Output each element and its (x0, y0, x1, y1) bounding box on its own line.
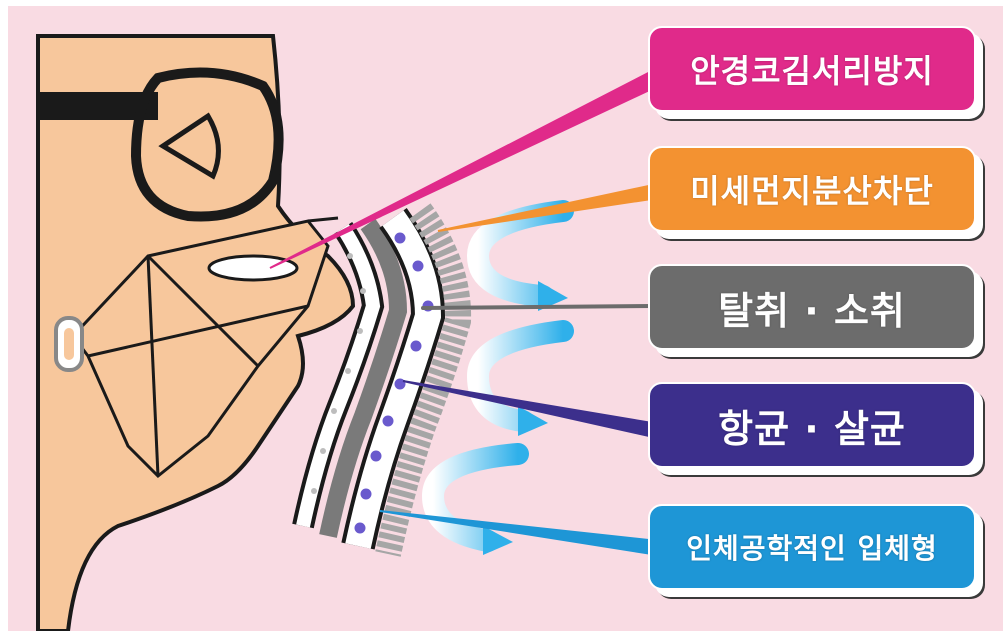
label-deodorize-text: 탈취 · 소취 (718, 280, 906, 335)
ear-loop (56, 318, 82, 370)
label-anti-fog-text: 안경코김서리방지 (690, 46, 934, 92)
nose-pad (209, 256, 297, 280)
label-ergonomic-text: 인체공학적인 입체형 (686, 527, 938, 567)
label-deodorize: 탈취 · 소취 (648, 264, 976, 350)
diagram-canvas: 안경코김서리방지 미세먼지분산차단 탈취 · 소취 항균 · 살균 인체공학적인… (8, 6, 1003, 631)
airflow-arrows (433, 211, 568, 555)
label-ergonomic: 인체공학적인 입체형 (648, 504, 976, 590)
label-antibacterial-text: 항균 · 살균 (718, 398, 906, 453)
label-dust-block: 미세먼지분산차단 (648, 146, 976, 232)
label-antibacterial: 항균 · 살균 (648, 382, 976, 468)
label-dust-block-text: 미세먼지분산차단 (690, 166, 934, 212)
label-anti-fog: 안경코김서리방지 (648, 26, 976, 112)
